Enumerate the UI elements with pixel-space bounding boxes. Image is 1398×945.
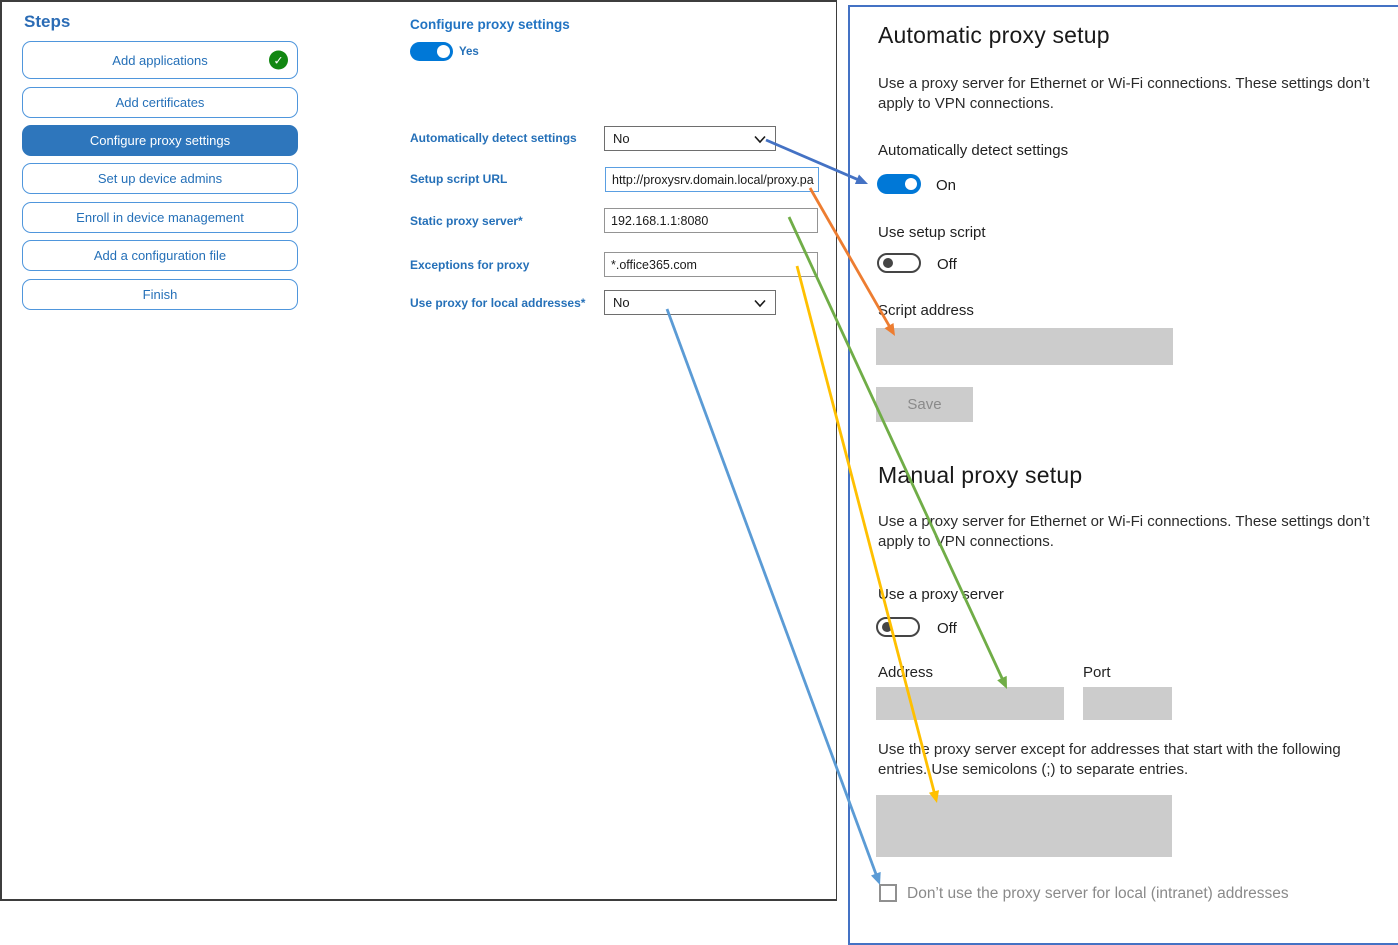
detect-settings-toggle-state: On bbox=[936, 177, 957, 194]
step-add-applications[interactable]: Add applications ✓ bbox=[22, 41, 298, 79]
toggle-knob bbox=[882, 622, 892, 632]
form-title: Configure proxy settings bbox=[410, 17, 570, 32]
step-configure-proxy-settings[interactable]: Configure proxy settings bbox=[22, 125, 298, 156]
label-static-proxy-server: Static proxy server* bbox=[410, 214, 523, 228]
chevron-down-icon bbox=[754, 135, 766, 144]
step-finish[interactable]: Finish bbox=[22, 279, 298, 310]
step-completed-check-icon: ✓ bbox=[269, 50, 288, 70]
local-addresses-checkbox[interactable] bbox=[879, 884, 897, 902]
step-label: Finish bbox=[142, 287, 178, 302]
setup-script-url-input[interactable]: http://proxysrv.domain.local/proxy.pa bbox=[605, 167, 819, 192]
local-addresses-checkbox-label: Don’t use the proxy server for local (in… bbox=[907, 885, 1289, 902]
step-label: Configure proxy settings bbox=[89, 133, 231, 148]
use-setup-script-toggle[interactable] bbox=[877, 253, 921, 273]
automatic-proxy-setup-heading: Automatic proxy setup bbox=[878, 22, 1110, 48]
static-proxy-server-input[interactable]: 192.168.1.1:8080 bbox=[604, 208, 818, 233]
use-proxy-server-label: Use a proxy server bbox=[878, 586, 1004, 603]
exceptions-description: Use the proxy server except for addresse… bbox=[878, 741, 1341, 778]
manual-proxy-setup-heading: Manual proxy setup bbox=[878, 462, 1083, 488]
step-add-certificates[interactable]: Add certificates bbox=[22, 87, 298, 118]
automatically-detect-settings-dropdown[interactable]: No bbox=[604, 126, 776, 151]
label-automatically-detect-settings: Automatically detect settings bbox=[410, 131, 577, 145]
step-label: Enroll in device management bbox=[76, 210, 244, 225]
step-label: Set up device admins bbox=[97, 171, 223, 186]
dropdown-value: No bbox=[613, 131, 630, 146]
input-value: http://proxysrv.domain.local/proxy.pa bbox=[612, 172, 814, 187]
step-add-a-configuration-file[interactable]: Add a configuration file bbox=[22, 240, 298, 271]
step-label: Add applications bbox=[112, 52, 208, 68]
configure-proxy-toggle-state: Yes bbox=[459, 46, 479, 58]
use-setup-script-toggle-state: Off bbox=[937, 256, 957, 273]
toggle-knob bbox=[905, 178, 917, 190]
detect-settings-toggle[interactable] bbox=[877, 174, 921, 194]
dropdown-value: No bbox=[613, 295, 630, 310]
address-input bbox=[876, 687, 1064, 720]
exceptions-for-proxy-input[interactable]: *.office365.com bbox=[604, 252, 818, 277]
manual-proxy-description: Use a proxy server for Ethernet or Wi-Fi… bbox=[878, 513, 1370, 550]
step-label: Add a configuration file bbox=[93, 248, 227, 263]
script-address-input bbox=[876, 328, 1173, 365]
step-set-up-device-admins[interactable]: Set up device admins bbox=[22, 163, 298, 194]
input-value: 192.168.1.1:8080 bbox=[611, 213, 709, 228]
label-setup-script-url: Setup script URL bbox=[410, 172, 508, 186]
use-proxy-server-toggle-state: Off bbox=[937, 620, 957, 637]
input-value: *.office365.com bbox=[611, 257, 697, 272]
chevron-down-icon bbox=[754, 299, 766, 308]
automatic-proxy-description: Use a proxy server for Ethernet or Wi-Fi… bbox=[878, 75, 1370, 112]
step-label: Add certificates bbox=[115, 95, 205, 110]
steps-title: Steps bbox=[24, 12, 71, 31]
configure-proxy-toggle[interactable] bbox=[410, 42, 453, 61]
save-button: Save bbox=[876, 387, 973, 422]
detect-settings-label: Automatically detect settings bbox=[878, 142, 1069, 159]
use-proxy-for-local-addresses-dropdown[interactable]: No bbox=[604, 290, 776, 315]
label-exceptions-for-proxy: Exceptions for proxy bbox=[410, 258, 530, 272]
toggle-knob bbox=[437, 45, 450, 58]
port-label: Port bbox=[1083, 664, 1111, 681]
exceptions-textarea bbox=[876, 795, 1172, 857]
toggle-knob bbox=[883, 258, 893, 268]
script-address-label: Script address bbox=[878, 302, 974, 319]
step-enroll-in-device-management[interactable]: Enroll in device management bbox=[22, 202, 298, 233]
label-use-proxy-for-local-addresses: Use proxy for local addresses* bbox=[410, 296, 586, 310]
address-label: Address bbox=[878, 664, 934, 681]
use-setup-script-label: Use setup script bbox=[878, 224, 986, 241]
use-proxy-server-toggle[interactable] bbox=[876, 617, 920, 637]
port-input bbox=[1083, 687, 1172, 720]
